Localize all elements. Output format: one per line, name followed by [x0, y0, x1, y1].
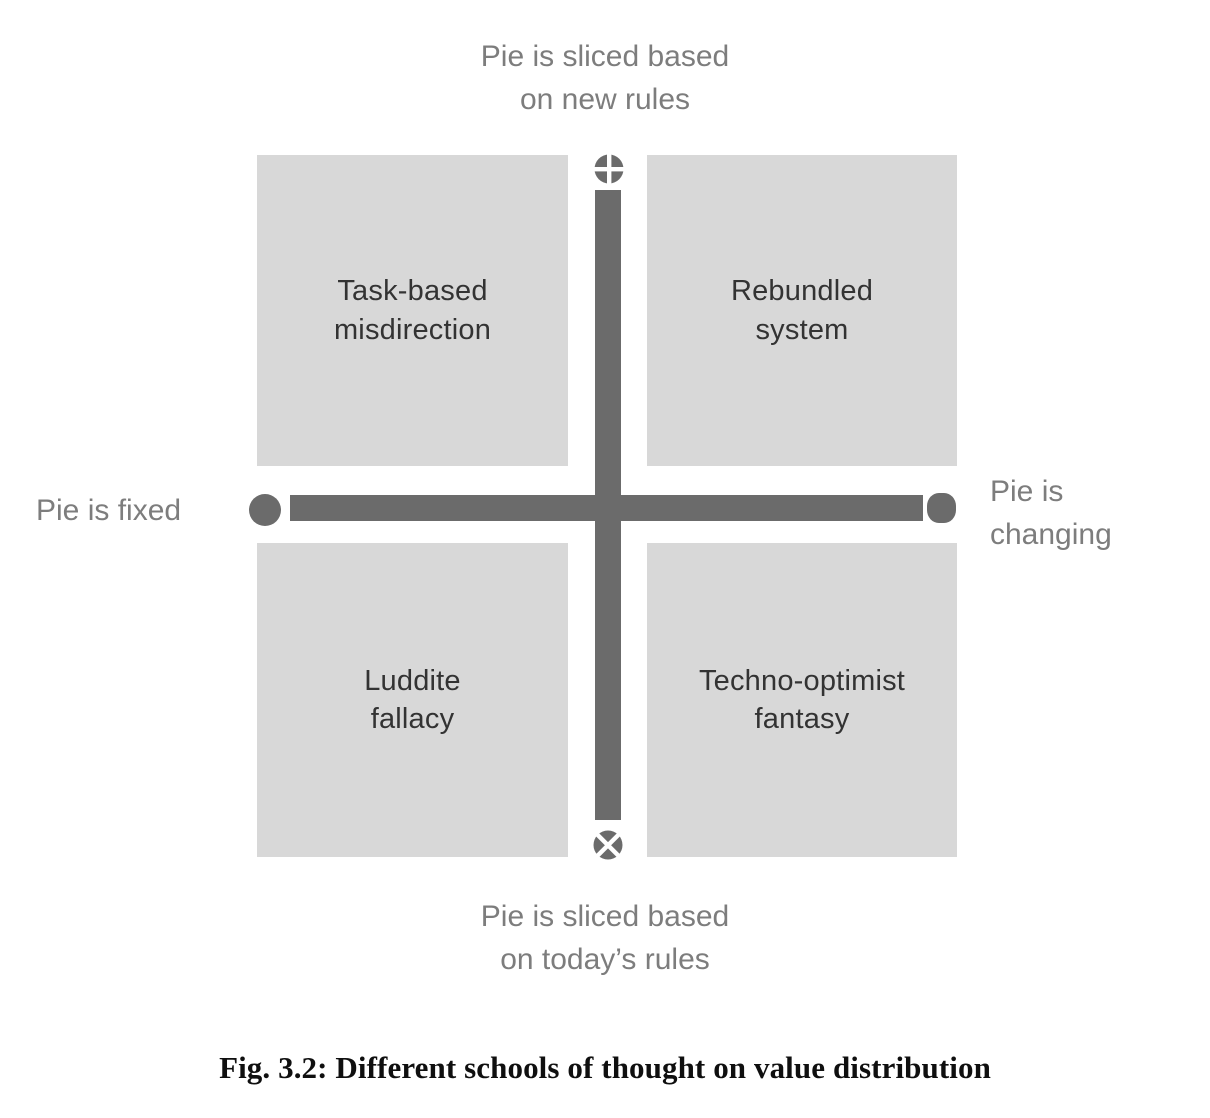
- quadrant-bottom-left: Luddite fallacy: [257, 543, 568, 857]
- quadrant-top-right: Rebundled system: [647, 155, 957, 466]
- quadrant-bottom-right: Techno-optimist fantasy: [647, 543, 957, 857]
- horizontal-axis-line: [290, 495, 923, 521]
- axis-label-bottom: Pie is sliced based on today’s rules: [480, 900, 730, 976]
- quadrant-label-rebundled-system: Rebundled system: [730, 275, 874, 346]
- figure-caption: Fig. 3.2: Different schools of thought o…: [219, 1050, 991, 1085]
- axis-label-top: Pie is sliced based on new rules: [480, 40, 730, 116]
- axis-label-left: Pie is fixed: [36, 494, 182, 527]
- quadrant-label-task-based-misdirection: Task-based misdirection: [333, 275, 492, 346]
- pie-sliced-x-icon: [593, 830, 623, 865]
- quadrant-label-techno-optimist-fantasy: Techno-optimist fantasy: [698, 664, 906, 735]
- axis-label-right: Pie is changing: [990, 475, 1112, 551]
- quadrant-label-luddite-fallacy: Luddite fallacy: [364, 664, 461, 735]
- pie-sliced-cross-icon: [593, 153, 625, 189]
- filled-circle-icon: [249, 494, 281, 531]
- quadrant-top-left: Task-based misdirection: [257, 155, 568, 466]
- rounded-blob-icon: [927, 493, 956, 528]
